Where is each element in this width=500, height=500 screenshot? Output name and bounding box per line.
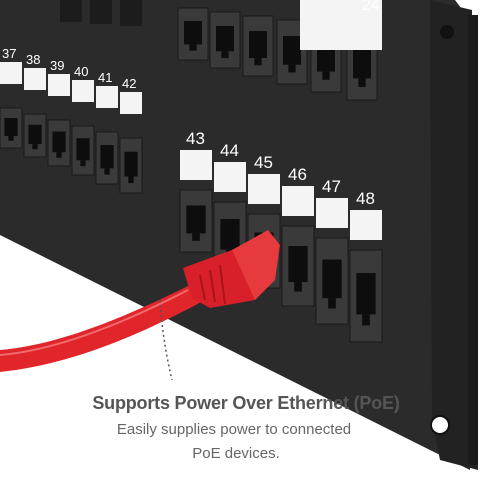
top-port-0-jack xyxy=(184,21,202,45)
mount-hole-top xyxy=(440,25,454,39)
port-number-41: 41 xyxy=(98,70,112,85)
top-port-4-clip xyxy=(322,71,330,80)
lower-port-48-jack xyxy=(356,273,376,315)
upper-port-41-jack xyxy=(100,145,114,169)
lower-port-43-jack xyxy=(186,205,206,234)
lower-port-46-clip xyxy=(294,282,302,292)
lower-label-strip-44 xyxy=(214,162,246,192)
port-number-44: 44 xyxy=(220,141,239,160)
lower-port-48-clip xyxy=(362,314,370,326)
caption-title: Supports Power Over Ethernet (PoE) xyxy=(92,393,400,413)
top-port-5-jack xyxy=(353,46,371,79)
mount-hole-bottom xyxy=(430,415,450,435)
lower-port-47-clip xyxy=(328,298,336,309)
upper-label-strip-38 xyxy=(24,68,46,90)
lower-label-strip-43 xyxy=(180,150,212,180)
boot-ridge-1 xyxy=(199,274,206,301)
port-number-47: 47 xyxy=(322,177,341,196)
port-number-42: 42 xyxy=(122,76,136,91)
top-port-0-clip xyxy=(189,44,197,51)
rack-ear-edge xyxy=(468,15,478,465)
boot-ridge-3 xyxy=(219,264,226,305)
cable-connector xyxy=(232,230,280,300)
upper-port-40-clip xyxy=(80,160,86,167)
port-number-38: 38 xyxy=(26,52,40,67)
caption-line-2: PoE devices. xyxy=(192,445,280,462)
top-port-2-jack xyxy=(249,31,267,58)
port-number-37: 37 xyxy=(2,46,16,61)
upper-port-39-jack xyxy=(52,131,66,153)
lower-port-44-jack xyxy=(220,219,240,250)
top-port-3-clip xyxy=(288,64,296,73)
top-left-ports xyxy=(60,0,142,26)
upper-label-strip-42 xyxy=(120,92,142,114)
upper-port-42-clip xyxy=(128,176,134,184)
upper-port-37-clip xyxy=(8,136,14,141)
port-number-48: 48 xyxy=(356,189,375,208)
boot-ridge-2 xyxy=(209,269,216,303)
lower-label-strip-46 xyxy=(282,186,314,216)
upper-port-42-jack xyxy=(124,151,138,177)
top-port-2-clip xyxy=(254,58,262,66)
port-number-45: 45 xyxy=(254,153,273,172)
port-number-43: 43 xyxy=(186,129,205,148)
port-number-40: 40 xyxy=(74,64,88,79)
upper-port-row: 37 38 39 40 41 42 xyxy=(0,46,143,194)
lower-port-46-jack xyxy=(288,246,308,282)
lower-label-strip-45 xyxy=(248,174,280,204)
top-port-5-clip xyxy=(358,78,366,88)
lower-port-43-clip xyxy=(192,233,200,241)
lower-port-47-face xyxy=(315,237,349,325)
upper-port-40-jack xyxy=(76,138,90,161)
upper-port-38-jack xyxy=(28,124,42,145)
ethernet-cable-highlight xyxy=(0,289,189,356)
upper-label-strip-37 xyxy=(0,62,22,84)
top-port-1-jack xyxy=(216,26,234,52)
upper-label-strip-40 xyxy=(72,80,94,102)
top-partial-label: 24 xyxy=(362,0,380,14)
lower-label-strip-48 xyxy=(350,210,382,240)
top-port-3-jack xyxy=(283,36,301,65)
upper-label-strip-39 xyxy=(48,74,70,96)
upper-port-38-clip xyxy=(32,144,38,150)
lower-label-strip-47 xyxy=(316,198,348,228)
top-label-strip xyxy=(300,0,382,50)
upper-label-strip-41 xyxy=(96,86,118,108)
lower-port-47-jack xyxy=(322,259,342,299)
top-port-1-clip xyxy=(221,51,229,58)
rack-ear xyxy=(430,0,478,470)
port-number-39: 39 xyxy=(50,58,64,73)
port-number-46: 46 xyxy=(288,165,307,184)
upper-port-39-clip xyxy=(56,152,62,158)
caption-line-1: Easily supplies power to connected xyxy=(116,421,352,438)
upper-port-41-clip xyxy=(104,168,110,175)
upper-port-37-jack xyxy=(4,118,18,136)
